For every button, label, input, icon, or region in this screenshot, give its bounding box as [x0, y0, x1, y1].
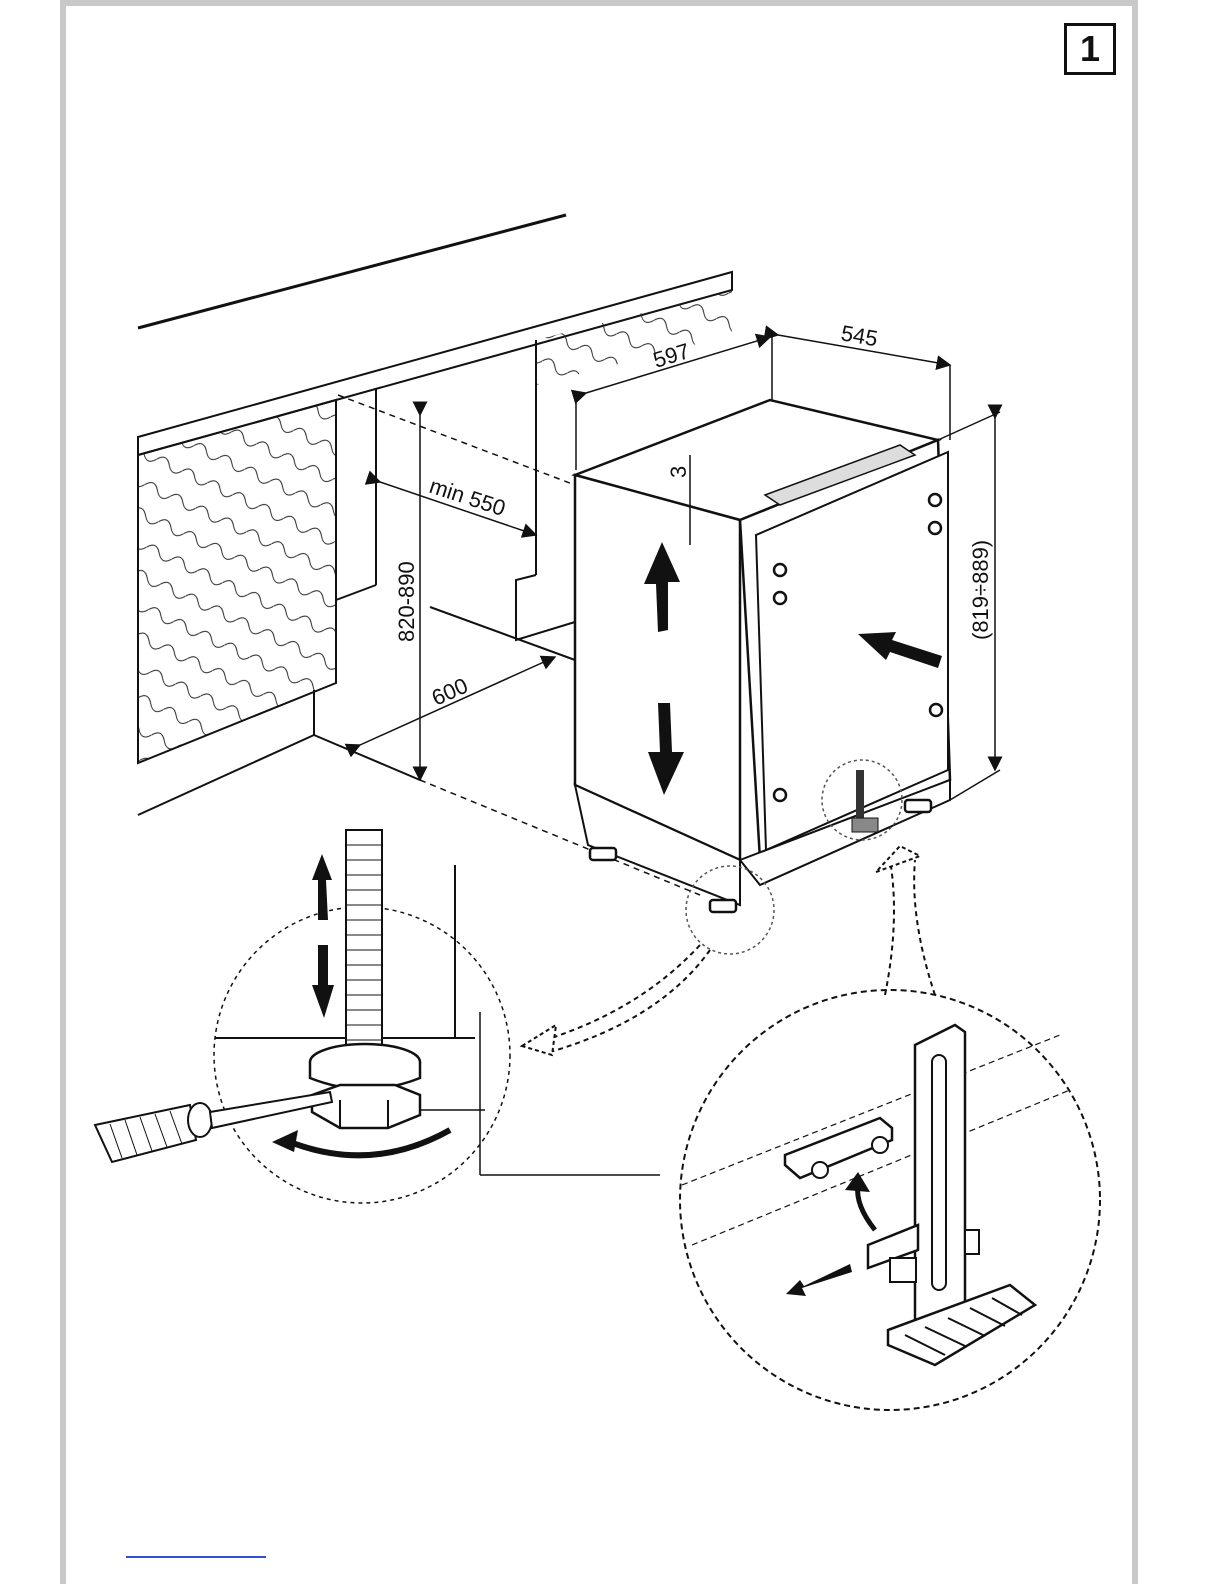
dim-niche-depth: min 550 — [426, 473, 508, 521]
dim-gap-3: 3 — [666, 466, 691, 478]
dim-floor-depth: 600 — [428, 673, 472, 711]
refrigerator-appliance — [575, 400, 950, 912]
screwdriver-icon — [95, 1092, 332, 1162]
dim-appliance-height: (819÷889) — [968, 540, 993, 640]
adjustable-foot-icon — [214, 830, 660, 1203]
door-hinge-bracket-icon — [680, 990, 1100, 1410]
dim-niche-height: 820-890 — [394, 561, 419, 642]
